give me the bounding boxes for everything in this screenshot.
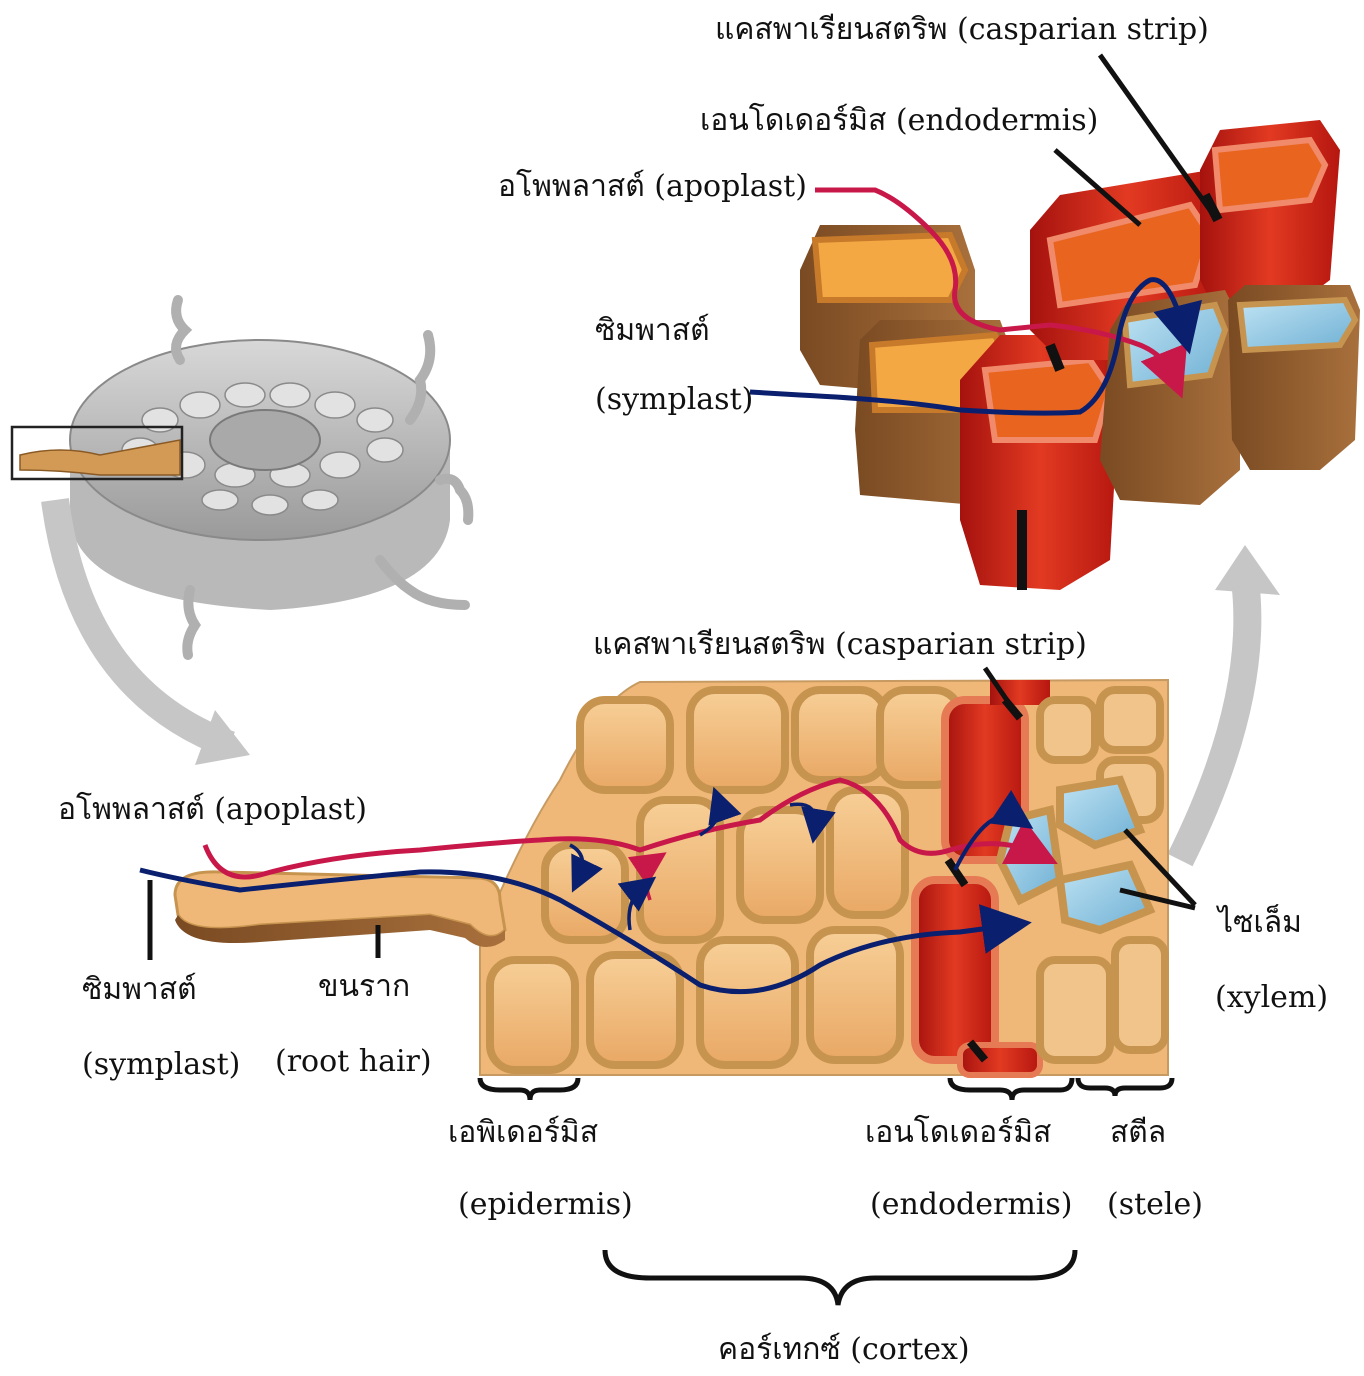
endodermis-th-label: เอนโดเดอร์มิส [865, 1118, 1051, 1148]
symplast-th-label: ซิมพาสต์ [82, 975, 197, 1005]
top-endodermis-label: เอนโดเดอร์มิส (endodermis) [700, 106, 1098, 136]
roothair-th-label: ขนราก [318, 972, 410, 1002]
cortex-label: คอร์เทกซ์ (cortex) [718, 1335, 970, 1365]
bottom-apoplast-label: อโพพลาสต์ (apoplast) [58, 795, 367, 825]
roothair-en-label: (root hair) [275, 1047, 432, 1077]
gray-arrow-up [1180, 580, 1247, 860]
xylem-th-label: ไซเล็ม [1218, 908, 1302, 938]
top-apoplast-label: อโพพลาสต์ (apoplast) [498, 172, 807, 202]
tissue-panel [140, 680, 1168, 1075]
disc-stele [210, 410, 320, 470]
bottom-casparian-label: แคสพาเรียนสตริพ (casparian strip) [593, 630, 1087, 660]
epidermis-th-label: เอพิเดอร์มิส [448, 1118, 598, 1148]
gray-arrow-up-head [1215, 545, 1280, 595]
endodermis-en-label: (endodermis) [870, 1190, 1073, 1220]
cell-block-3d [750, 120, 1360, 590]
top-symplast-en-label: (symplast) [595, 385, 753, 415]
stele-th-label: สตีล [1110, 1118, 1166, 1148]
top-casparian-label: แคสพาเรียนสตริพ (casparian strip) [715, 15, 1209, 45]
stele-en-label: (stele) [1107, 1190, 1203, 1220]
epidermis-en-label: (epidermis) [458, 1190, 633, 1220]
top-symplast-th-label: ซิมพาสต์ [595, 316, 710, 346]
symplast-en-label: (symplast) [82, 1050, 240, 1080]
xylem-en-label: (xylem) [1215, 983, 1328, 1013]
